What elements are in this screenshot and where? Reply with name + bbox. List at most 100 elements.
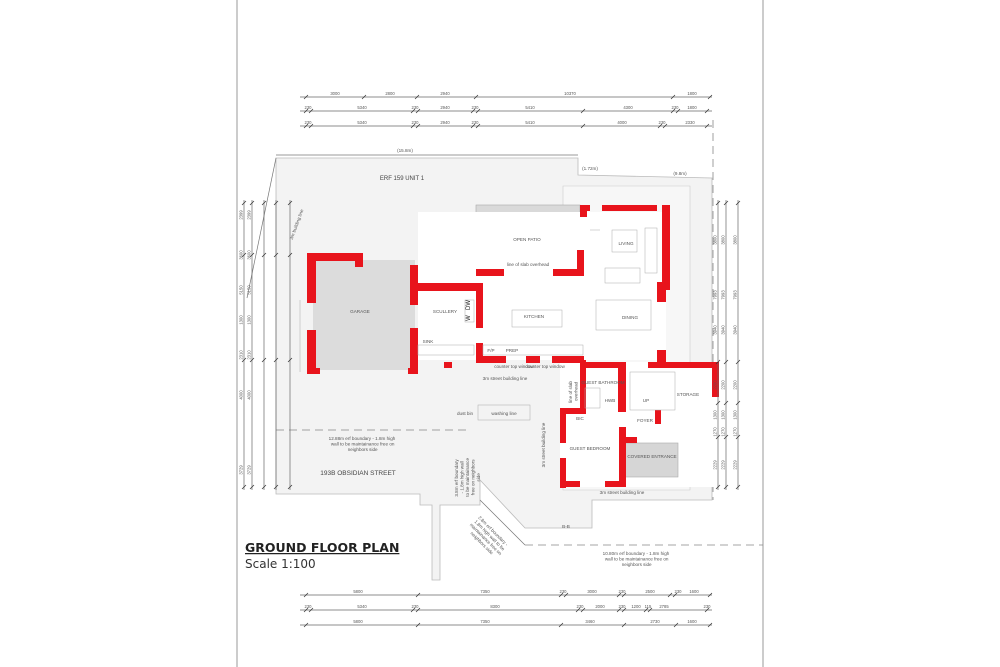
dimension-tick: [580, 607, 586, 613]
dimension-label: 4000: [239, 390, 244, 400]
dimension-tick: [287, 200, 293, 206]
dimension-label: 7993: [733, 290, 738, 300]
dimension-tick: [303, 108, 309, 114]
dimension-label: 4300: [623, 105, 633, 110]
dimension-tick: [643, 607, 649, 613]
dimension-label: 2940: [440, 91, 450, 96]
dimension-label: 3940: [733, 325, 738, 335]
dimension-tick: [657, 123, 663, 129]
dimension-label: 230: [619, 589, 627, 594]
dimension-tick: [303, 592, 309, 598]
dimension-tick: [558, 622, 564, 628]
dimension-label: 1600: [689, 589, 699, 594]
label-kitchen: KITCHEN: [524, 314, 544, 319]
dimension-label: 4000: [617, 120, 627, 125]
label-w: W: [466, 315, 472, 321]
dimension-label: 5150: [247, 285, 252, 295]
dimension-tick: [704, 108, 710, 114]
dimension-label: 5340: [357, 604, 367, 609]
dimension-label: 1270: [733, 427, 738, 437]
dimension-tick: [361, 94, 367, 100]
dimension-tick: [303, 123, 309, 129]
label-boundary-right: (9.8m): [673, 171, 687, 176]
dimension-tick: [616, 592, 622, 598]
dimension-label: 2310: [239, 350, 244, 360]
dimension-label: 3800: [721, 235, 726, 245]
dimension-label: 230: [412, 105, 420, 110]
dimension-tick: [261, 252, 267, 258]
fixtures: [299, 227, 676, 421]
dimension-tick: [575, 607, 581, 613]
dimension-tick: [273, 200, 279, 206]
label-fp: F/P: [487, 348, 494, 353]
dimension-tick: [261, 357, 267, 363]
label-covered-entrance: COVERED ENTRANCE: [627, 454, 676, 459]
label-boundary-left-note: 12.88m erf boundary - 1.8m high wall to …: [329, 436, 396, 452]
dimension-tick: [410, 123, 416, 129]
label-bb: B-B: [562, 524, 570, 529]
dimension-label: 2229: [713, 460, 718, 470]
dimension-tick: [735, 400, 741, 406]
dimension-label: 2785: [659, 604, 669, 609]
dimension-label: 230: [675, 589, 683, 594]
dimension-tick: [715, 400, 721, 406]
label-storage: STORAGE: [677, 392, 699, 397]
dimension-label: 3600: [247, 250, 252, 260]
dimension-label: 230: [659, 120, 667, 125]
dimension-tick: [303, 94, 309, 100]
label-street: 193B OBSIDIAN STREET: [320, 470, 396, 477]
label-dustbin: dust bin: [457, 411, 474, 416]
dimension-label: 1300: [247, 315, 252, 325]
dimension-label: 230: [305, 105, 313, 110]
dimension-tick: [415, 592, 421, 598]
dimension-tick: [249, 484, 255, 490]
label-garage: GARAGE: [350, 309, 370, 314]
drawing-scale: Scale 1:100: [245, 557, 316, 571]
dimension-tick: [273, 357, 279, 363]
label-boundary-diag-note: 3.8m erf boundary - 1.8m high wall to be…: [454, 458, 481, 499]
dimension-label: 3800: [713, 235, 718, 245]
dimension-label: 4000: [247, 390, 252, 400]
walls: [307, 205, 719, 488]
label-sink: SINK: [423, 339, 435, 344]
dimension-label: 7993: [721, 290, 726, 300]
dimension-tick: [475, 123, 481, 129]
label-building-line-bottom: 3m street building line: [600, 490, 645, 495]
dimension-tick: [558, 592, 564, 598]
dimension-label: 230: [619, 604, 627, 609]
dimension-tick: [249, 252, 255, 258]
dimension-tick: [241, 357, 247, 363]
dimension-tick: [308, 607, 314, 613]
dimension-label: 5340: [357, 120, 367, 125]
dimension-tick: [308, 123, 314, 129]
dimension-label: 1600: [687, 619, 697, 624]
dimension-tick: [273, 484, 279, 490]
label-washing-line: washing line: [491, 411, 517, 416]
label-boundary-top: (15.8m): [397, 148, 413, 153]
dimension-label: 230: [472, 105, 480, 110]
dimension-tick: [415, 607, 421, 613]
label-counter-window-1: counter top window: [494, 364, 534, 369]
label-guest-bathroom: GUEST BATHROOM: [581, 380, 624, 385]
dimension-label: 3940: [713, 325, 718, 335]
dimension-label: 5340: [357, 105, 367, 110]
dimension-tick: [241, 484, 247, 490]
dimension-tick: [249, 357, 255, 363]
dimension-tick: [621, 622, 627, 628]
dimension-label: 2310: [247, 350, 252, 360]
dimension-tick: [621, 607, 627, 613]
dimension-label: 230: [560, 589, 568, 594]
dimension-tick: [735, 484, 741, 490]
dimension-tick: [670, 94, 676, 100]
label-dw: DW: [466, 300, 472, 310]
dimension-tick: [415, 108, 421, 114]
dimension-label: 7993: [713, 290, 718, 300]
dimension-label: 2399: [239, 210, 244, 220]
dimension-tick: [723, 484, 729, 490]
dimension-label: 3729: [247, 465, 252, 475]
dimension-tick: [673, 622, 679, 628]
dimension-tick: [647, 607, 653, 613]
dimension-tick: [473, 94, 479, 100]
boundary-line-diagonal: [246, 157, 277, 299]
